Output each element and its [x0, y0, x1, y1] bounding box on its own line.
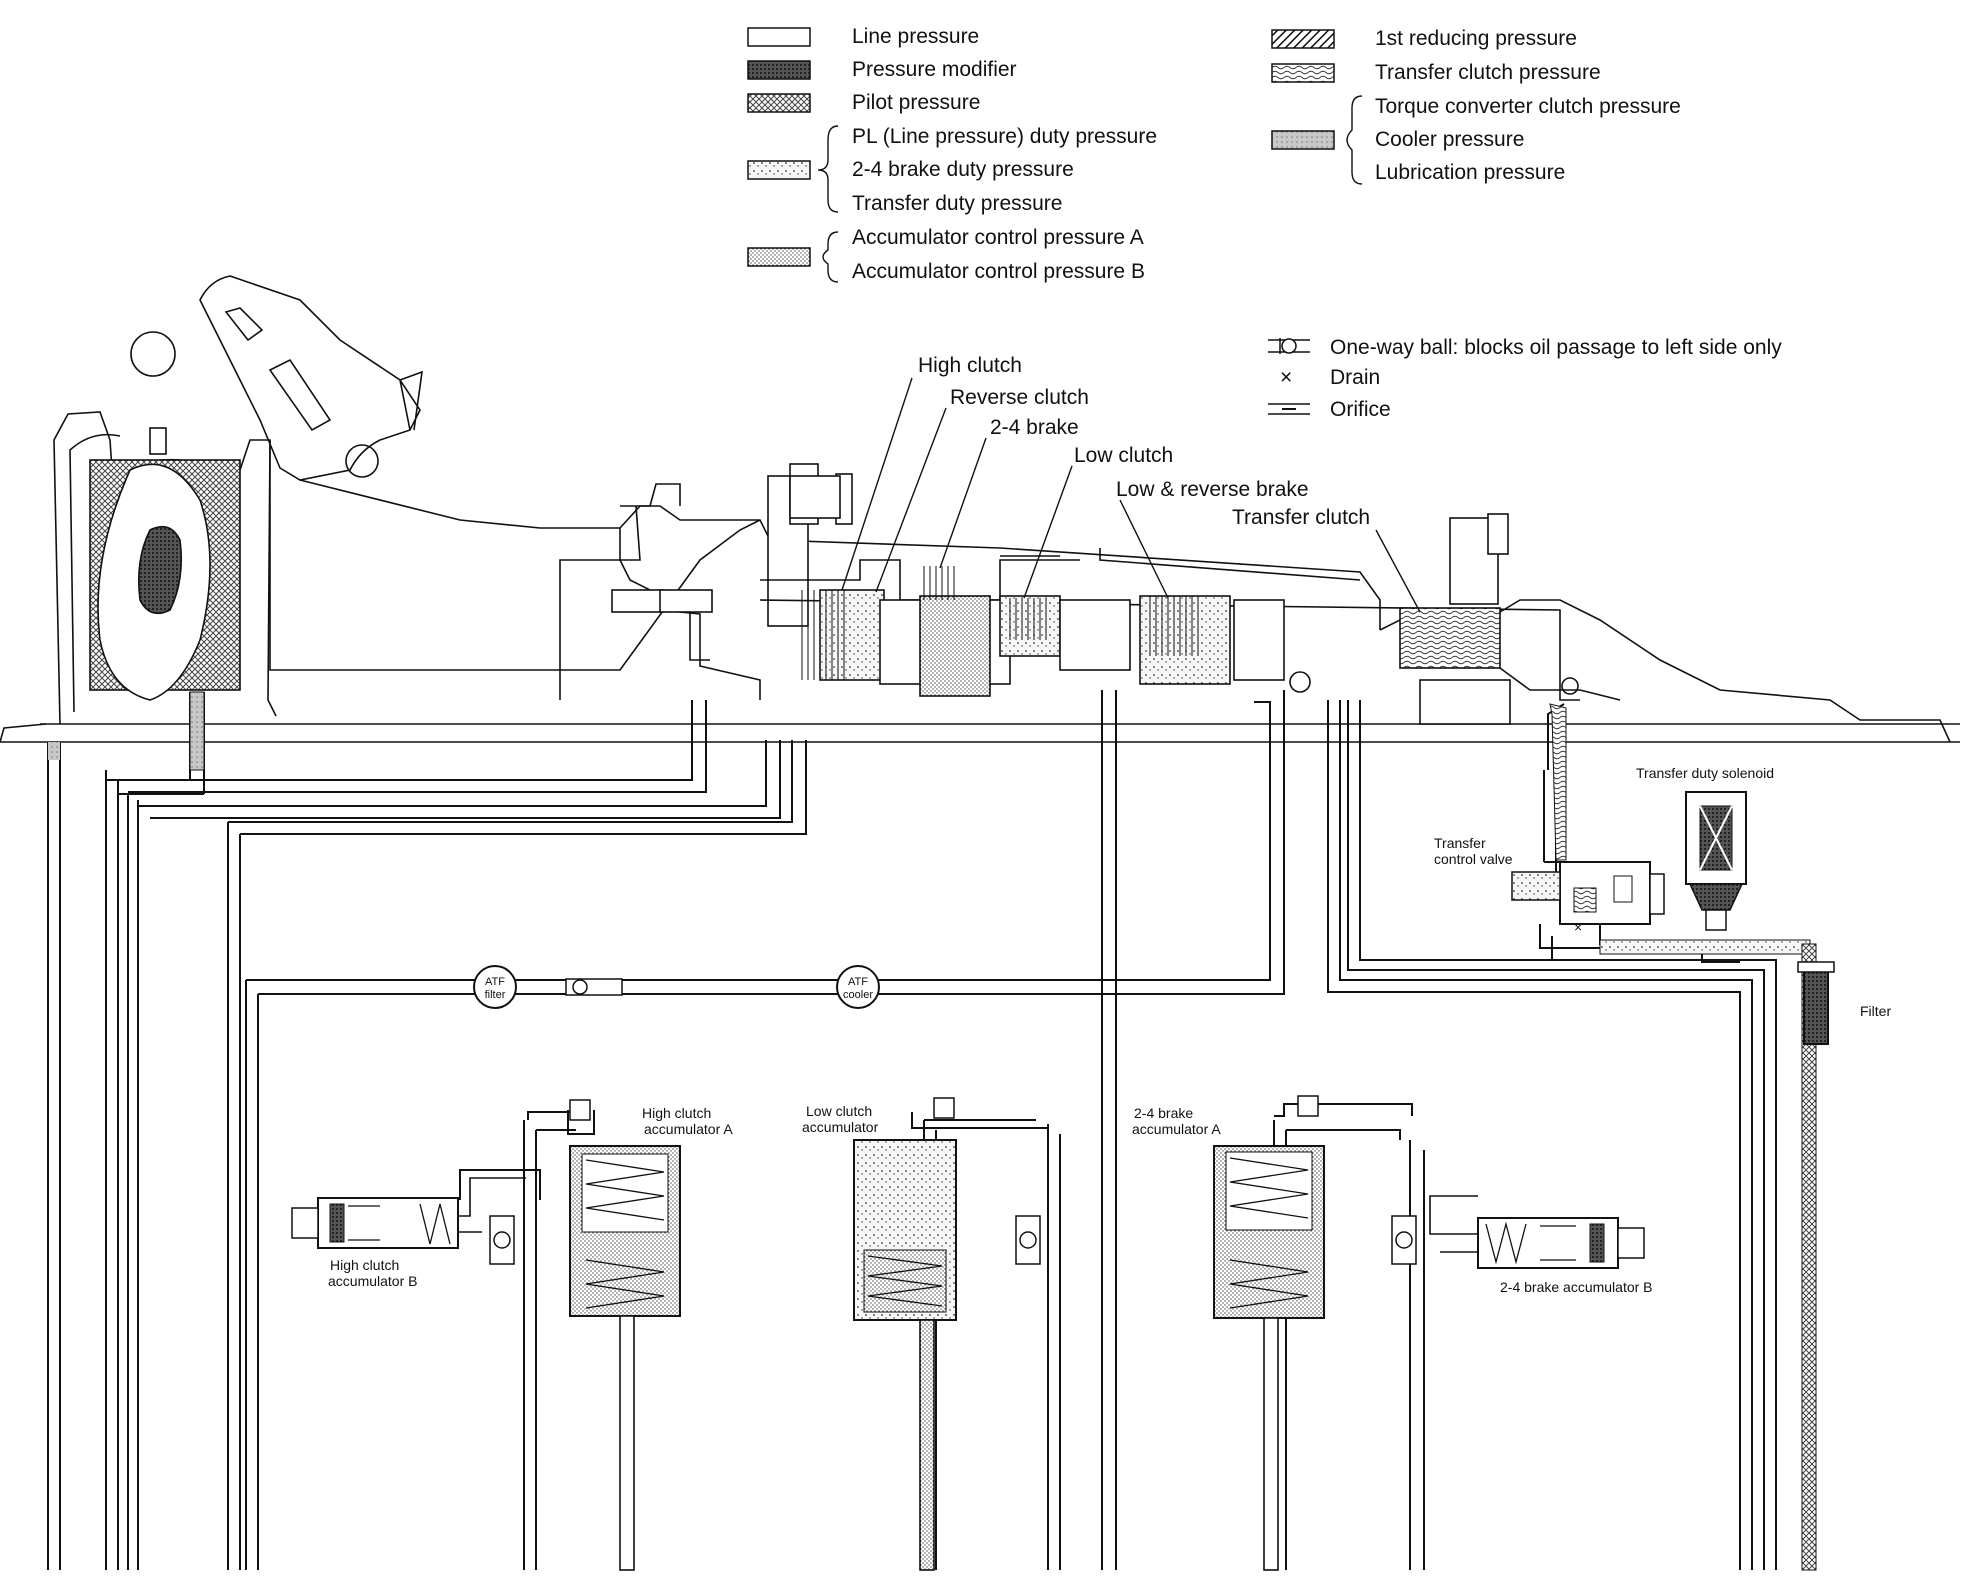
- label-reverse-clutch: Reverse clutch: [950, 386, 1089, 409]
- legend-label: 2-4 brake duty pressure: [852, 158, 1074, 181]
- high-clutch-accumulator-a: [569, 1099, 681, 1571]
- legend-swatch-1st-reducing: [1271, 29, 1335, 49]
- atf-filter-label-2: filter: [485, 989, 506, 1001]
- brake-2-4-accumulator-a: [1213, 1095, 1325, 1571]
- legend-label: Lubrication pressure: [1375, 161, 1565, 184]
- label-high-clutch-accumulator-b-1: High clutch: [330, 1257, 399, 1273]
- transfer-control-valve: ×: [1511, 861, 1665, 935]
- legend-swatch-transfer-clutch: [1271, 63, 1335, 83]
- legend-label: Pilot pressure: [852, 91, 980, 114]
- symbol-label-drain-text: Drain: [1330, 366, 1380, 389]
- label-2-4-brake-accumulator-a-2: accumulator A: [1132, 1121, 1221, 1137]
- orifice-icon: [1268, 403, 1310, 415]
- label-low-clutch-accumulator-1: Low clutch: [806, 1103, 872, 1119]
- atf-cooler-label-2: cooler: [843, 989, 873, 1001]
- label-low-clutch-accumulator-2: accumulator: [802, 1119, 879, 1135]
- legend-swatch-pressure-modifier: [747, 60, 811, 80]
- symbol-label-orifice: Orifice: [1330, 398, 1391, 421]
- drain-x-icon: ×: [1574, 919, 1582, 935]
- legend-label: PL (Line pressure) duty pressure: [852, 125, 1157, 148]
- label-low-clutch: Low clutch: [1074, 444, 1173, 467]
- transfer-duty-solenoid: [1685, 791, 1747, 931]
- atf-filter-label-1: ATF: [485, 976, 505, 988]
- low-clutch-accumulator: [853, 1097, 1041, 1571]
- one-way-ball-icon: [1268, 338, 1310, 354]
- label-low-reverse-brake: Low & reverse brake: [1116, 478, 1309, 501]
- legend-label: Transfer duty pressure: [852, 192, 1062, 215]
- high-clutch-accumulator-b: [291, 1177, 526, 1265]
- legend-swatch-converter-cooler-lube: [1271, 130, 1335, 150]
- legend-brace-cooler: [1346, 95, 1363, 185]
- legend-swatch-duty-pressure: [747, 160, 811, 180]
- legend-label: Transfer clutch pressure: [1375, 61, 1601, 84]
- label-2-4-brake: 2-4 brake: [990, 416, 1079, 439]
- legend-label: Accumulator control pressure A: [852, 226, 1144, 249]
- label-2-4-brake-accumulator-a-1: 2-4 brake: [1134, 1105, 1193, 1121]
- brake-2-4-accumulator-b: [1391, 1195, 1645, 1269]
- legend-label: Pressure modifier: [852, 58, 1017, 81]
- symbol-label-one-way-ball: One-way ball: blocks oil passage to left…: [1330, 336, 1782, 359]
- component-labels: High clutch Reverse clutch 2-4 brake Low…: [841, 354, 1421, 613]
- drain-x-icon: ×: [1280, 366, 1292, 389]
- label-high-clutch: High clutch: [918, 354, 1022, 377]
- label-high-clutch-accumulator-a-2: accumulator A: [644, 1121, 733, 1137]
- label-2-4-brake-accumulator-b: 2-4 brake accumulator B: [1500, 1279, 1653, 1295]
- legend-swatch-line-pressure: [747, 27, 811, 47]
- legend-label: Cooler pressure: [1375, 128, 1524, 151]
- legend-brace-accumulator: [822, 231, 839, 283]
- label-transfer-control-valve-2: control valve: [1434, 851, 1513, 867]
- legend: Line pressure Pressure modifier Pilot pr…: [747, 25, 1782, 421]
- legend-swatch-accumulator-control: [747, 247, 811, 267]
- label-filter: Filter: [1860, 1003, 1891, 1019]
- legend-brace-duty: [817, 125, 839, 213]
- atf-cooler: ATF cooler: [836, 965, 880, 1009]
- label-high-clutch-accumulator-a-1: High clutch: [642, 1105, 711, 1121]
- label-high-clutch-accumulator-b-2: accumulator B: [328, 1273, 417, 1289]
- label-transfer-duty-solenoid: Transfer duty solenoid: [1636, 765, 1774, 781]
- legend-label: Torque converter clutch pressure: [1375, 95, 1681, 118]
- oil-filter: [1797, 961, 1835, 1045]
- atf-filter: ATF filter: [473, 965, 517, 1009]
- legend-label: Accumulator control pressure B: [852, 260, 1145, 283]
- transmission-cross-section: [0, 275, 1960, 743]
- legend-label: 1st reducing pressure: [1375, 27, 1577, 50]
- legend-label: Line pressure: [852, 25, 979, 48]
- one-way-ball-icon: [565, 978, 623, 996]
- atf-cooler-label-1: ATF: [848, 976, 868, 988]
- label-transfer-clutch: Transfer clutch: [1232, 506, 1370, 529]
- legend-swatch-pilot-pressure: [747, 93, 811, 113]
- label-transfer-control-valve-1: Transfer: [1434, 835, 1486, 851]
- pressure-passages: [48, 691, 1817, 1571]
